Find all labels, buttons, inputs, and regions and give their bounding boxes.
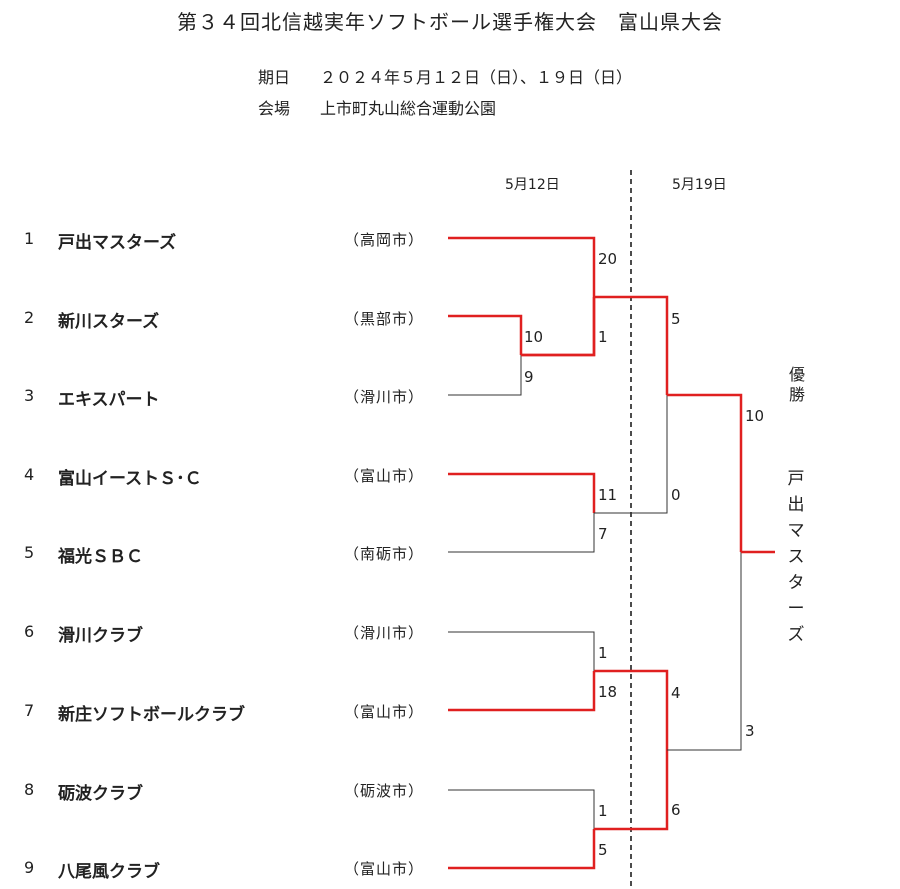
line-sf-top-upper xyxy=(594,295,669,395)
team-city-9: （富山市） xyxy=(344,860,425,878)
line-team-4 xyxy=(448,472,596,513)
date-line: 期日 ２０２４年５月１２日（日）、１９日（日） xyxy=(258,64,632,88)
line-team-9 xyxy=(448,829,596,870)
line-final-lower xyxy=(667,552,742,751)
score-sf-bottom-upper: 4 xyxy=(671,684,681,702)
date-label: 期日 xyxy=(258,68,291,87)
team-city-7: （富山市） xyxy=(344,703,425,721)
score-m23-winner: 1 xyxy=(598,328,608,346)
score-team-1: 20 xyxy=(598,250,618,268)
seed-9: 9 xyxy=(24,858,35,877)
team-city-4: （富山市） xyxy=(344,467,425,485)
score-team-4: 11 xyxy=(598,486,618,504)
team-name-6: 滑川クラブ xyxy=(58,626,143,646)
score-team-7: 18 xyxy=(598,683,618,701)
team-city-1: （高岡市） xyxy=(344,231,425,249)
team-name-2: 新川スターズ xyxy=(58,312,160,332)
seed-1: 1 xyxy=(24,229,35,248)
date-value: ２０２４年５月１２日（日）、１９日（日） xyxy=(320,68,633,87)
round-2-date: 5月19日 xyxy=(672,177,727,193)
team-name-4: 富山イーストＳ･Ｃ xyxy=(58,469,202,489)
venue-label: 会場 xyxy=(258,99,291,118)
line-team-1 xyxy=(448,236,596,297)
team-city-3: （滑川市） xyxy=(344,388,425,406)
line-m23-winner xyxy=(521,297,596,357)
team-name-9: 八尾風クラブ xyxy=(58,862,160,882)
line-sf-bottom-upper xyxy=(594,669,669,750)
seed-8: 8 xyxy=(24,780,35,799)
line-sf-bottom-lower xyxy=(594,750,669,831)
line-m23-winner-overlay xyxy=(521,297,596,357)
champion-label: 優勝 xyxy=(788,365,805,404)
team-city-8: （砺波市） xyxy=(344,782,425,800)
score-final-lower: 3 xyxy=(745,722,755,740)
line-team-3 xyxy=(448,355,522,396)
seed-3: 3 xyxy=(24,386,35,405)
team-name-1: 戸出マスターズ xyxy=(58,233,177,253)
team-name-7: 新庄ソフトボールクラブ xyxy=(58,705,245,725)
team-name-8: 砺波クラブ xyxy=(58,784,143,804)
team-city-6: （滑川市） xyxy=(344,624,425,642)
venue-line: 会場 上市町丸山総合運動公園 xyxy=(258,95,496,119)
venue-value: 上市町丸山総合運動公園 xyxy=(320,99,497,118)
seed-4: 4 xyxy=(24,465,35,484)
line-team-6 xyxy=(448,631,595,671)
score-team-5: 7 xyxy=(598,525,608,543)
line-team-7 xyxy=(448,671,596,712)
score-sf-top-upper: 5 xyxy=(671,310,681,328)
team-city-5: （南砺市） xyxy=(344,545,425,563)
score-team-6: 1 xyxy=(598,644,608,662)
line-team-2 xyxy=(448,314,523,355)
seed-2: 2 xyxy=(24,308,35,327)
score-team-2: 10 xyxy=(524,328,544,346)
line-team-5 xyxy=(448,513,595,553)
page-title: 第３４回北信越実年ソフトボール選手権大会 富山県大会 xyxy=(177,10,723,34)
line-team-8 xyxy=(448,789,595,829)
score-team-8: 1 xyxy=(598,802,608,820)
seed-7: 7 xyxy=(24,701,35,720)
score-team-3: 9 xyxy=(524,368,534,386)
seed-5: 5 xyxy=(24,543,35,562)
line-final-upper xyxy=(667,393,743,552)
score-final-upper: 10 xyxy=(745,407,765,425)
line-sf-top-lower xyxy=(594,395,668,514)
team-name-3: エキスパート xyxy=(58,390,160,410)
score-sf-bottom-lower: 6 xyxy=(671,801,681,819)
champion-name: 戸出マスターズ xyxy=(787,469,805,645)
score-sf-top-lower: 0 xyxy=(671,486,681,504)
team-name-5: 福光ＳＢＣ xyxy=(58,547,143,567)
team-city-2: （黒部市） xyxy=(344,310,425,328)
seed-6: 6 xyxy=(24,622,35,641)
round-1-date: 5月12日 xyxy=(505,177,560,193)
score-team-9: 5 xyxy=(598,841,608,859)
